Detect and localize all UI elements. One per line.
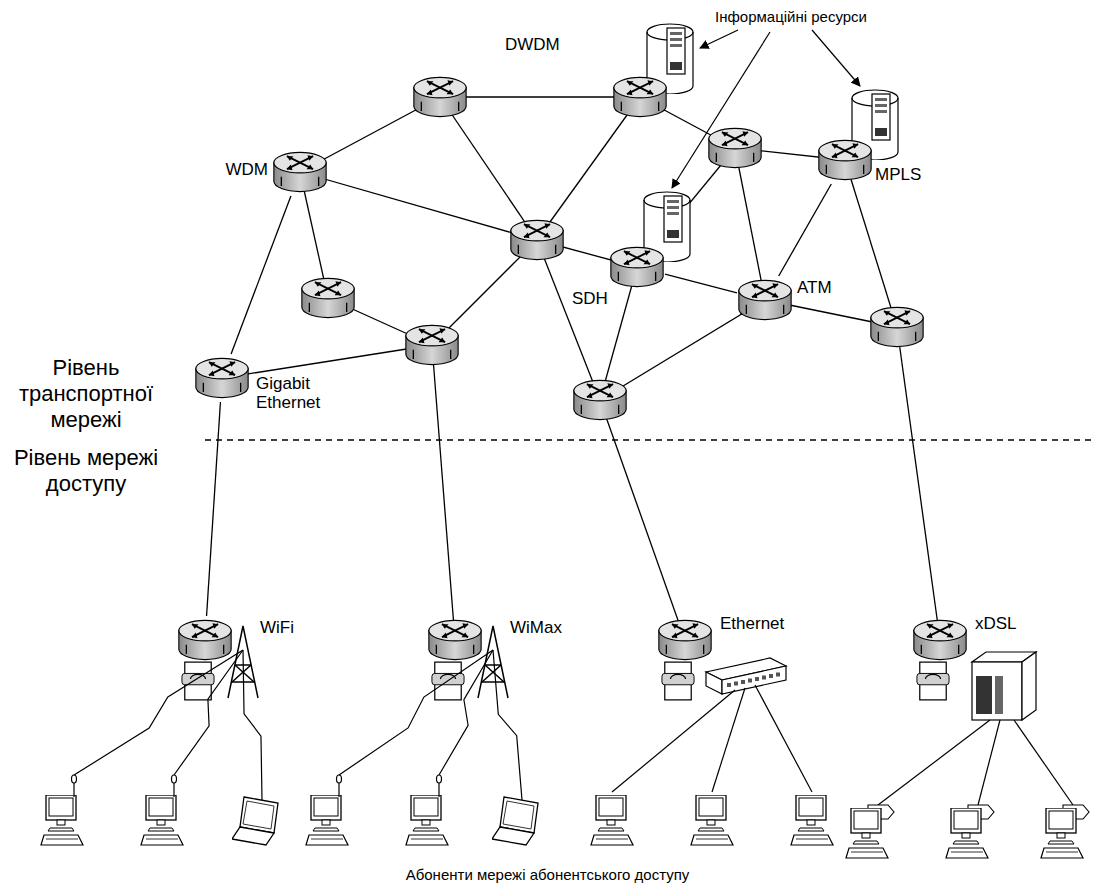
router-node: Ethernet xyxy=(657,616,713,664)
router-label: WDM xyxy=(226,160,268,179)
subscriber-wires xyxy=(612,685,1073,805)
router-icon xyxy=(609,243,665,291)
router-node: WiFi xyxy=(177,616,233,664)
server-icon xyxy=(647,24,693,94)
router-icon xyxy=(912,616,968,664)
router-label: SDH xyxy=(572,289,608,308)
callout-label: Інформаційні ресурси xyxy=(715,8,867,26)
router-icon xyxy=(612,73,668,121)
router-label: WiFi xyxy=(260,618,294,637)
level-divider xyxy=(205,439,1095,441)
router-label: WiMax xyxy=(510,618,562,637)
router-icon xyxy=(427,616,483,664)
caption-label: Абоненти мережі абонентського доступу xyxy=(0,866,1095,884)
link-line xyxy=(231,196,291,354)
link-line xyxy=(207,402,221,616)
router-node: ATM xyxy=(737,276,793,324)
router-node: DWDM xyxy=(612,73,668,121)
router-label: MPLS xyxy=(875,165,921,184)
subscriber-computers xyxy=(41,795,1083,858)
leader-arrows xyxy=(672,30,860,188)
server-icon xyxy=(852,90,898,160)
level-label: Рівень транспортної мережі xyxy=(0,355,172,433)
router-node: Gigabit Ethernet xyxy=(194,354,250,402)
router-label: Ethernet xyxy=(720,614,784,633)
router-icon xyxy=(177,616,233,664)
router-label: DWDM xyxy=(505,35,560,54)
router-label: xDSL xyxy=(975,614,1017,633)
router-icons xyxy=(302,77,923,419)
router-node: SDH xyxy=(609,243,665,291)
level-label: Рівень мережі доступу xyxy=(0,445,172,497)
router-label: Gigabit Ethernet xyxy=(254,374,338,412)
router-icon xyxy=(194,354,250,402)
router-node: MPLS xyxy=(817,136,873,184)
access-equipment xyxy=(182,626,1036,720)
radio-links xyxy=(74,650,522,800)
link-line xyxy=(779,184,832,276)
router-node: WDM xyxy=(272,148,328,196)
router-icon xyxy=(657,616,713,664)
router-node: xDSL xyxy=(912,616,968,664)
router-label: ATM xyxy=(797,278,832,297)
router-node: WiMax xyxy=(427,616,483,664)
link-line xyxy=(665,274,737,293)
router-icon xyxy=(737,276,793,324)
router-icon xyxy=(817,136,873,184)
router-icon xyxy=(272,148,328,196)
server-icon xyxy=(644,192,690,262)
pc-antennas xyxy=(72,775,442,797)
link-lines xyxy=(222,97,940,640)
